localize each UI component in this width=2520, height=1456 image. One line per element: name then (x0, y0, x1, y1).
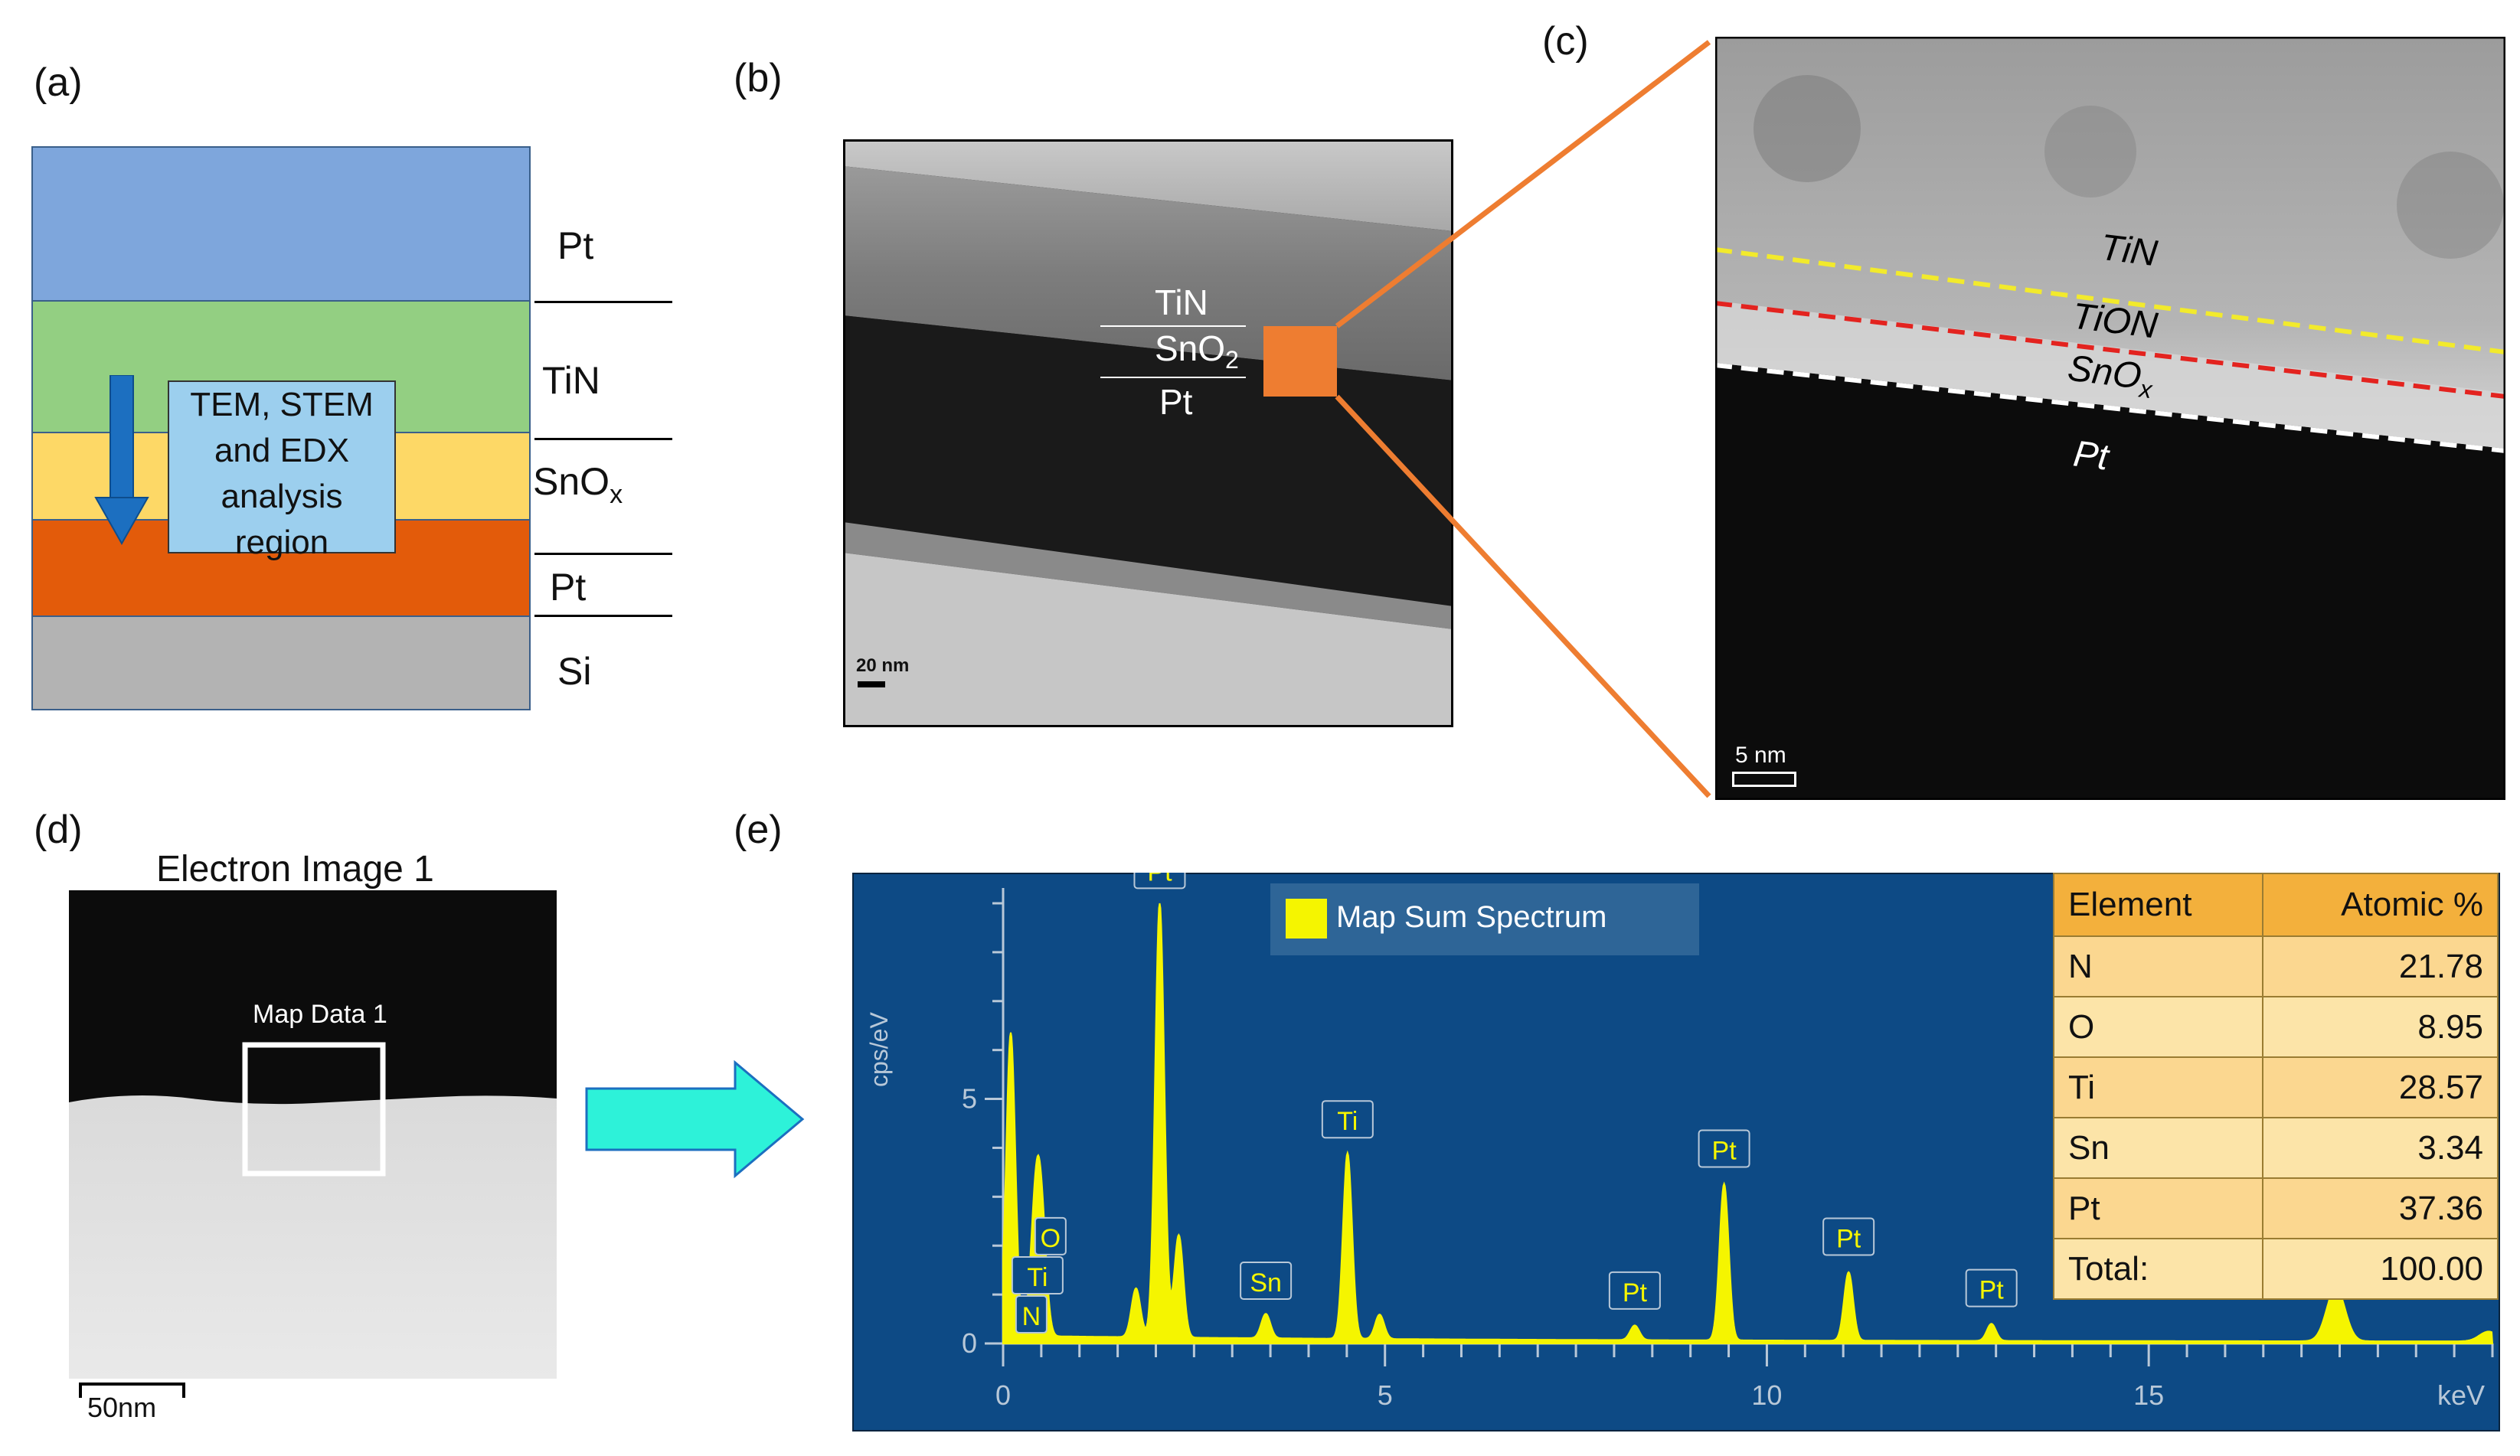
peak-label: Pt (1979, 1276, 2005, 1305)
tem-label-sno2: SnO2 (1155, 328, 1239, 374)
layer-si (31, 615, 531, 710)
box-line-2: and EDX (214, 432, 350, 469)
table-cell: Sn (2052, 1117, 2264, 1179)
table-cell: Total: (2052, 1238, 2264, 1300)
legend-swatch (1286, 899, 1327, 939)
y-tick-label: 0 (962, 1327, 977, 1359)
separator (534, 438, 672, 440)
peak-label: Pt (1623, 1278, 1648, 1307)
x-tick-label: 10 (1751, 1379, 1782, 1411)
separator (534, 553, 672, 555)
layer-pt-top (31, 146, 531, 302)
peak-label-box (1698, 1129, 1750, 1168)
spectrum-series (1002, 903, 2494, 1344)
x-tick-label: 5 (1378, 1379, 1393, 1411)
peak-label: Pt (1712, 1137, 1737, 1166)
table-cell: 100.00 (2262, 1238, 2499, 1300)
hrtem-label-tin: TiN (2098, 227, 2160, 275)
peak-label-box (1240, 1262, 1293, 1301)
scale-label-c: 5 nm (1735, 743, 1786, 768)
table-cell: 8.95 (2262, 996, 2499, 1058)
peak-label: Sn (1250, 1268, 1282, 1298)
hrtem-label-pt: Pt (2071, 433, 2111, 478)
header-element: Element (2052, 873, 2264, 937)
tem-label-tin: TiN (1155, 282, 1208, 322)
x-unit-label: keV (2437, 1379, 2485, 1411)
peak-label-box (1015, 1295, 1048, 1334)
panel-label-a: (a) (34, 60, 83, 105)
peak-label-box (1133, 873, 1186, 890)
separator (534, 301, 672, 303)
peak-label: N (1022, 1302, 1041, 1331)
table-header: Element Atomic % (2052, 873, 2499, 937)
table-cell: O (2052, 996, 2264, 1058)
layer-name-si: Si (557, 650, 592, 693)
peak-label: Ti (1337, 1107, 1358, 1136)
electron-image (69, 890, 557, 1379)
tem-line (1100, 325, 1246, 327)
peak-label-box (1011, 1255, 1064, 1294)
peak-label-box (1965, 1268, 2018, 1307)
scale-label-d: 50nm (87, 1392, 157, 1423)
panel-label-e: (e) (734, 808, 783, 852)
box-line-3: analysis (221, 478, 343, 515)
header-atomic: Atomic % (2262, 873, 2499, 937)
peak-label-box (1321, 1100, 1374, 1139)
scale-bar-d (79, 1383, 185, 1398)
tem-image (843, 139, 1453, 727)
layer-name-snox: SnOx (533, 460, 623, 509)
box-line-1: TEM, STEM (190, 386, 374, 423)
analysis-region-box: TEM, STEM and EDX analysis region (168, 380, 396, 561)
peak-label: Pt (1836, 1225, 1861, 1254)
legend-box (1270, 883, 1699, 955)
scale-bar-b (858, 681, 885, 687)
separator (534, 615, 672, 617)
tem-line (1100, 377, 1246, 378)
peak-label-box (1608, 1271, 1661, 1310)
table-cell: 21.78 (2262, 935, 2499, 997)
table-cell: Pt (2052, 1177, 2264, 1239)
legend-label: Map Sum Spectrum (1336, 900, 1607, 934)
peak-label: O (1041, 1224, 1061, 1253)
box-line-4: region (234, 524, 329, 561)
layer-name-pt: Pt (550, 566, 587, 609)
y-tick-label: 5 (962, 1083, 977, 1115)
x-tick-label: 0 (995, 1379, 1011, 1411)
peak-label: Ti (1027, 1263, 1048, 1292)
peak-label-box (1034, 1216, 1067, 1255)
table-cell: N (2052, 935, 2264, 997)
electron-image-title: Electron Image 1 (156, 849, 434, 890)
panel-label-c: (c) (1542, 19, 1589, 64)
scale-bar-c (1732, 772, 1796, 787)
y-axis-label: cps/eV (865, 1012, 893, 1087)
panel-label-d: (d) (34, 808, 83, 852)
down-arrow-icon (94, 375, 149, 546)
scale-label-b: 20 nm (856, 655, 910, 676)
x-tick-label: 15 (2133, 1379, 2164, 1411)
tem-label-pt: Pt (1159, 382, 1193, 422)
map-data-label: Map Data 1 (253, 1000, 387, 1029)
hrtem-image (1715, 37, 2505, 800)
peak-label-box (1822, 1217, 1875, 1256)
table-cell: 28.57 (2262, 1056, 2499, 1118)
layer-name-tin: TiN (542, 359, 600, 402)
right-arrow-icon (585, 1059, 805, 1179)
table-cell: 3.34 (2262, 1117, 2499, 1179)
layer-name-pt-top: Pt (557, 224, 594, 267)
table-cell: 37.36 (2262, 1177, 2499, 1239)
panel-label-b: (b) (734, 56, 783, 100)
table-row: Total:100.00 (2052, 1238, 2499, 1300)
peak-label: Pt (1147, 873, 1172, 886)
table-cell: Ti (2052, 1056, 2264, 1118)
